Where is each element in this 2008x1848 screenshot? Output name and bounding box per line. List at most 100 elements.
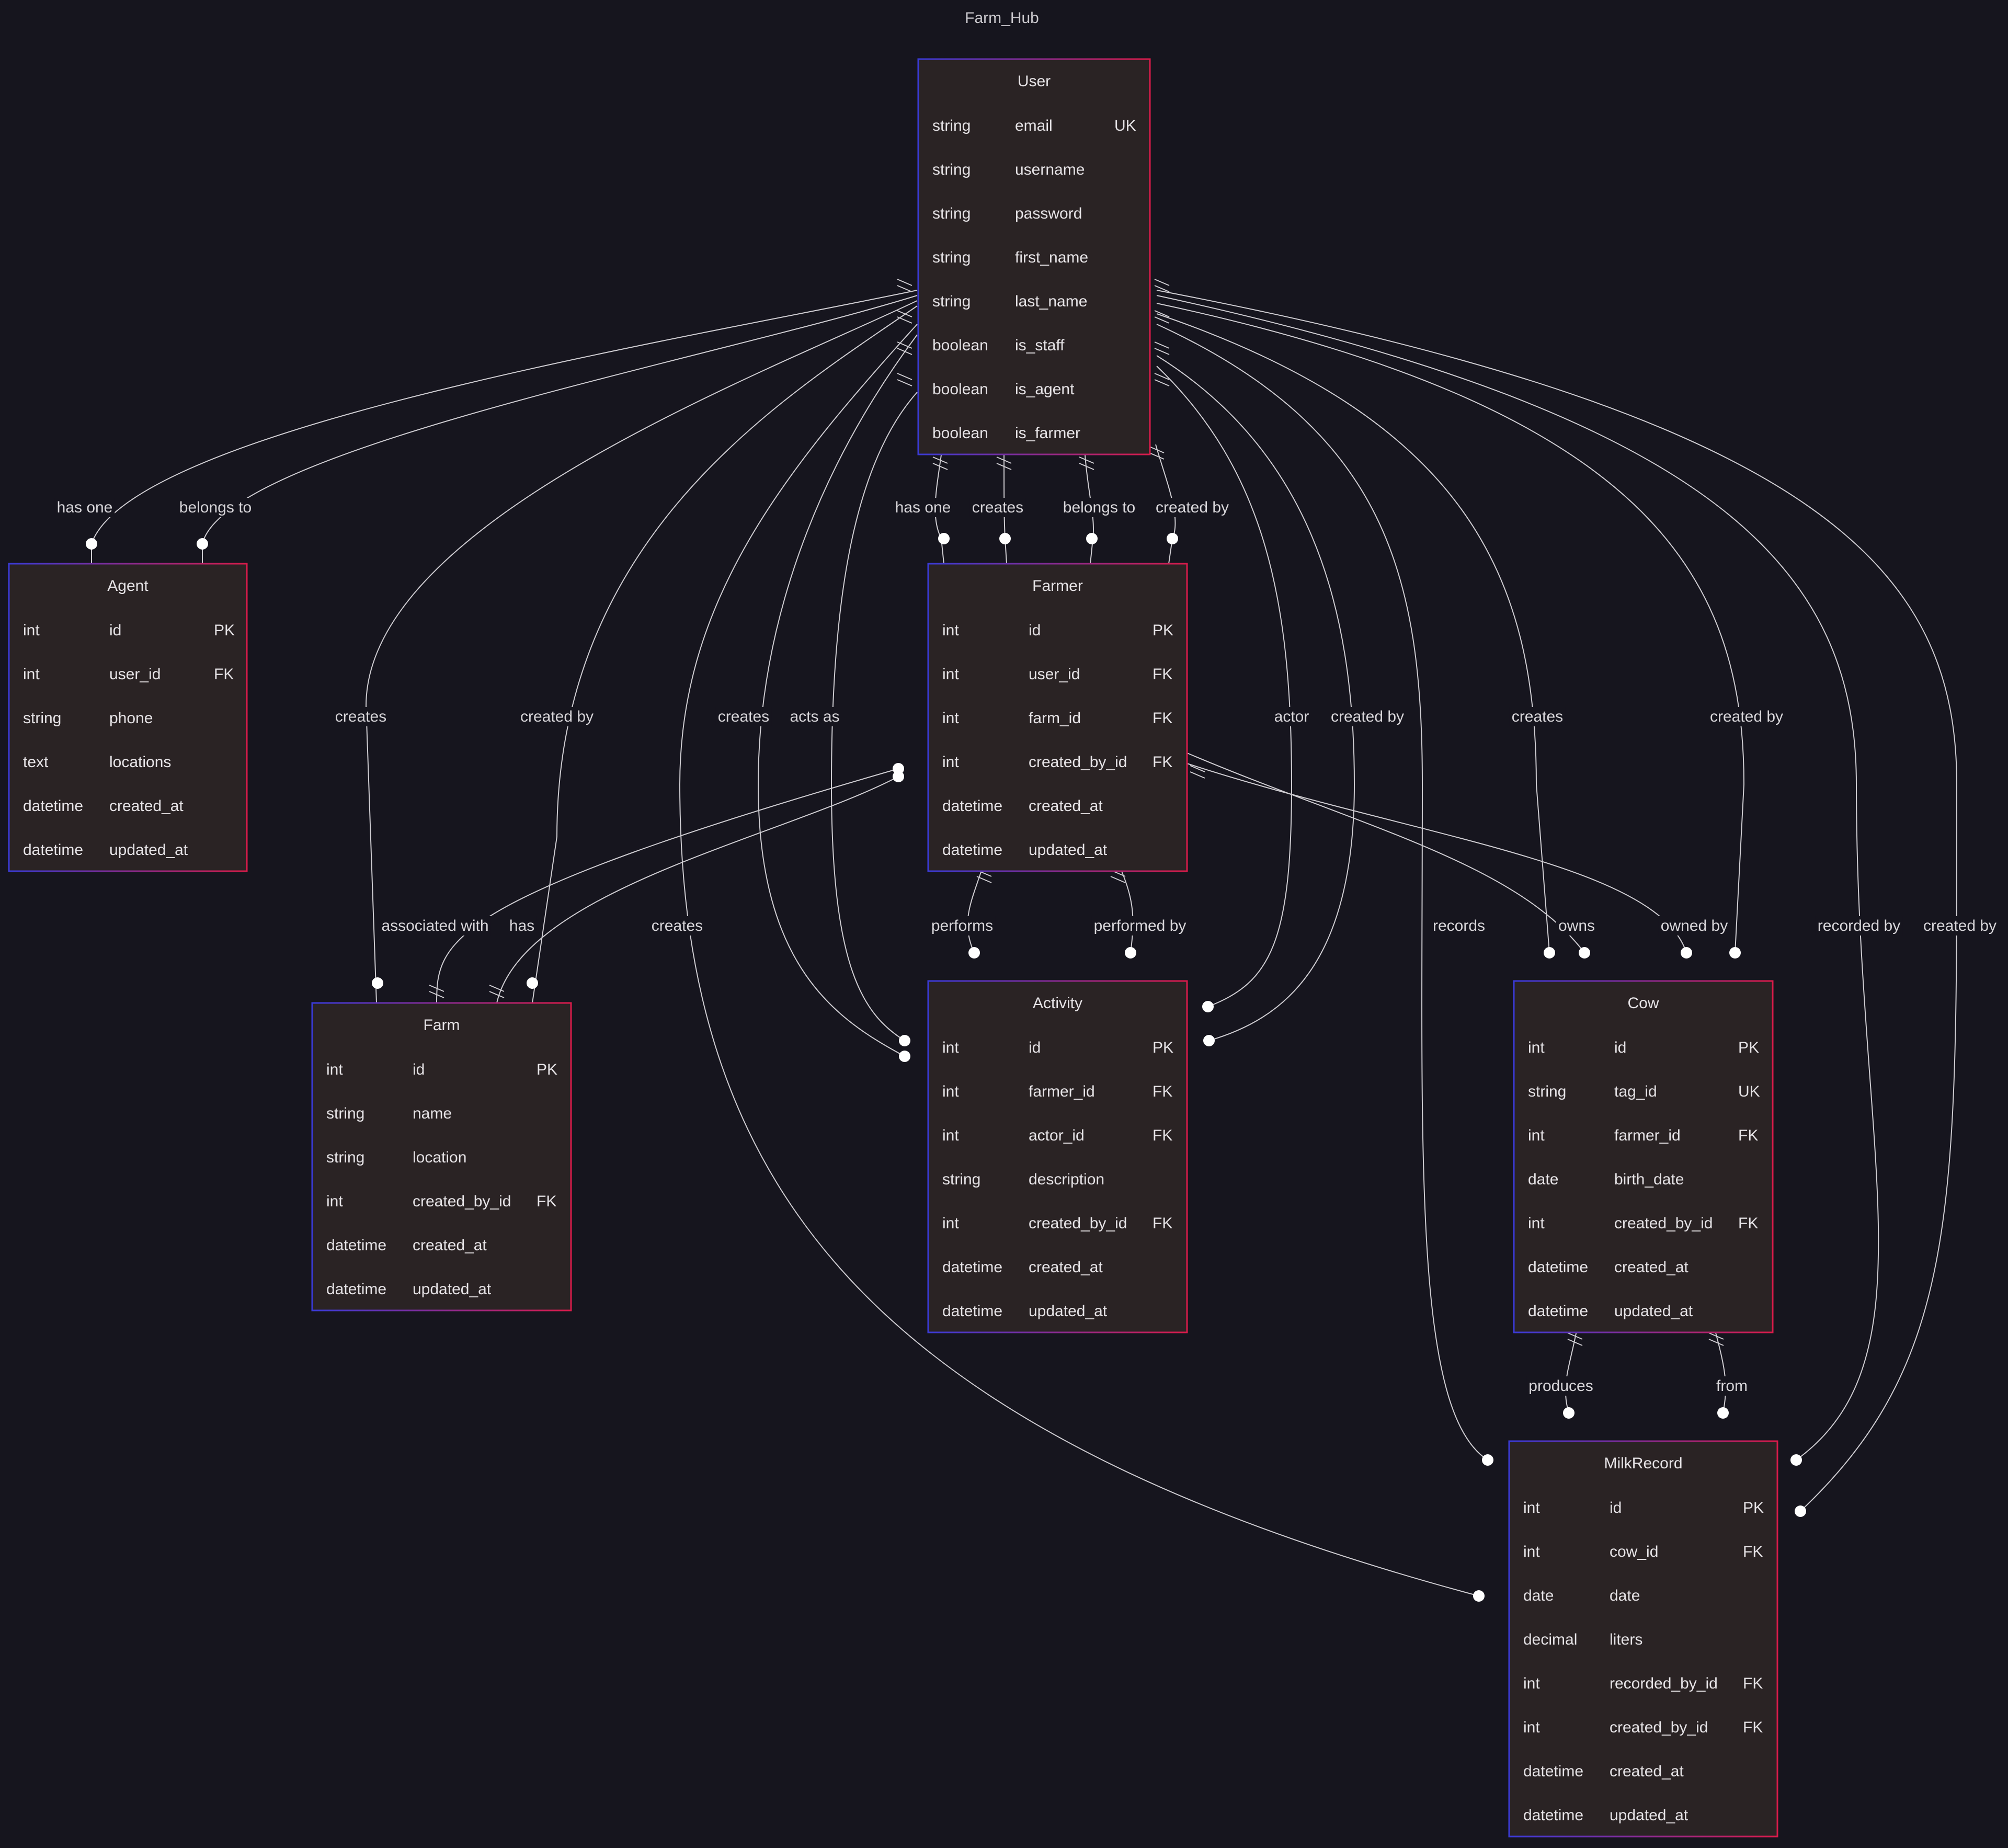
relationship-user-milkrecord-created-by: created by xyxy=(1156,290,1999,1517)
attr-name: tag_id xyxy=(1614,1083,1657,1100)
zero-or-many-marker xyxy=(197,538,208,550)
attr-type: int xyxy=(1528,1039,1545,1056)
attr-type: datetime xyxy=(1523,1807,1583,1824)
relationship-label: has one xyxy=(895,499,951,516)
attr-name: updated_at xyxy=(1614,1303,1693,1320)
relationship-user-milkrecord-records: records xyxy=(1156,324,1493,1466)
exactly-one-marker xyxy=(897,279,912,292)
attr-type: datetime xyxy=(942,841,1002,859)
attr-name: created_at xyxy=(1614,1259,1688,1276)
relationship-label: created by xyxy=(1710,708,1783,725)
attr-key: FK xyxy=(1738,1127,1758,1144)
attr-name: user_id xyxy=(109,666,161,683)
exactly-one-marker xyxy=(1079,457,1094,470)
attr-name: updated_at xyxy=(1029,841,1108,859)
relationship-label: associated with xyxy=(381,917,488,934)
relationship-label: acts as xyxy=(790,708,839,725)
attr-key: UK xyxy=(1114,117,1136,134)
zero-or-many-marker xyxy=(893,771,904,782)
attr-name: liters xyxy=(1610,1631,1642,1648)
attr-type: int xyxy=(1528,1127,1545,1144)
attr-type: datetime xyxy=(942,1303,1002,1320)
entity-name: Cow xyxy=(1627,995,1659,1012)
exactly-one-marker xyxy=(489,985,505,998)
zero-or-many-marker xyxy=(1167,533,1178,544)
attr-name: is_agent xyxy=(1015,381,1075,398)
zero-or-many-marker xyxy=(1563,1407,1575,1419)
relationship-user-cow-creates: creates xyxy=(1156,313,1566,959)
attr-name: recorded_by_id xyxy=(1610,1675,1718,1692)
attr-name: id xyxy=(109,622,121,639)
attr-type: datetime xyxy=(1528,1303,1588,1320)
attr-type: int xyxy=(942,710,959,727)
attr-type: decimal xyxy=(1523,1631,1577,1648)
attr-name: created_by_id xyxy=(1614,1215,1713,1232)
zero-or-many-marker xyxy=(527,977,538,989)
attr-type: int xyxy=(942,1039,959,1056)
attr-key: FK xyxy=(1743,1543,1763,1560)
attr-type: datetime xyxy=(23,797,83,815)
exactly-one-marker xyxy=(1567,1332,1583,1346)
attr-name: location xyxy=(413,1149,466,1166)
zero-or-many-marker xyxy=(1086,533,1098,544)
attr-type: int xyxy=(1523,1543,1540,1560)
zero-or-many-marker xyxy=(999,533,1011,544)
attr-key: FK xyxy=(1153,1083,1172,1100)
relationship-label: created by xyxy=(1156,499,1229,516)
relationship-label: creates xyxy=(718,708,769,725)
attr-type: string xyxy=(23,710,61,727)
attr-type: string xyxy=(326,1105,364,1122)
attr-type: datetime xyxy=(942,1259,1002,1276)
relationship-label: actor xyxy=(1274,708,1309,725)
relationship-label: creates xyxy=(972,499,1023,516)
attr-key: FK xyxy=(1153,666,1172,683)
relationship-farmer-cow-owns: owns xyxy=(1186,752,1598,959)
attr-type: string xyxy=(942,1171,980,1188)
attr-key: PK xyxy=(214,622,235,639)
attr-key: FK xyxy=(1153,1127,1172,1144)
zero-or-many-marker xyxy=(372,977,383,989)
attr-name: updated_at xyxy=(1029,1303,1108,1320)
relationship-user-milkrecord-recorded-by: recorded by xyxy=(1156,295,1903,1466)
attr-type: string xyxy=(932,205,971,222)
attr-type: boolean xyxy=(932,425,988,442)
relationship-user-farmer-created-by: created by xyxy=(1153,444,1231,564)
zero-or-many-marker xyxy=(1795,1505,1806,1517)
attr-name: id xyxy=(1610,1499,1622,1516)
exactly-one-marker xyxy=(1154,310,1170,324)
zero-or-many-marker xyxy=(1202,1001,1214,1012)
attr-name: farmer_id xyxy=(1614,1127,1681,1144)
attr-name: phone xyxy=(109,710,153,727)
exactly-one-marker xyxy=(429,985,444,998)
exactly-one-marker xyxy=(1154,373,1170,386)
zero-or-many-marker xyxy=(1579,947,1590,959)
relationship-label: records xyxy=(1433,917,1485,934)
attr-name: username xyxy=(1015,161,1085,178)
attr-type: datetime xyxy=(326,1237,386,1254)
relationship-user-activity-creates: creates xyxy=(715,334,918,1062)
attr-name: date xyxy=(1610,1587,1640,1604)
attr-name: birth_date xyxy=(1614,1171,1684,1188)
attr-key: FK xyxy=(1153,1215,1172,1232)
relationship-label: performs xyxy=(931,917,993,934)
attr-key: FK xyxy=(1743,1719,1763,1736)
exactly-one-marker xyxy=(932,457,948,470)
attr-name: created_by_id xyxy=(413,1193,511,1210)
zero-or-many-marker xyxy=(1790,1454,1802,1466)
relationship-user-agent-belongs-to: belongs to xyxy=(177,295,918,564)
attr-type: int xyxy=(942,622,959,639)
exactly-one-marker xyxy=(996,457,1012,470)
attr-type: int xyxy=(23,666,40,683)
entity-name: Activity xyxy=(1033,995,1082,1012)
attr-name: created_by_id xyxy=(1029,754,1127,771)
entity-name: User xyxy=(1018,73,1051,90)
zero-or-many-marker xyxy=(938,533,950,544)
relationship-farm-farmer-associated-with: associated with xyxy=(379,763,904,1003)
entity-name: Agent xyxy=(107,577,149,595)
attr-type: datetime xyxy=(942,797,1002,815)
relationship-label: owned by xyxy=(1661,917,1728,934)
relationship-user-agent-has-one: has one xyxy=(54,290,918,564)
relationship-label: creates xyxy=(335,708,386,725)
